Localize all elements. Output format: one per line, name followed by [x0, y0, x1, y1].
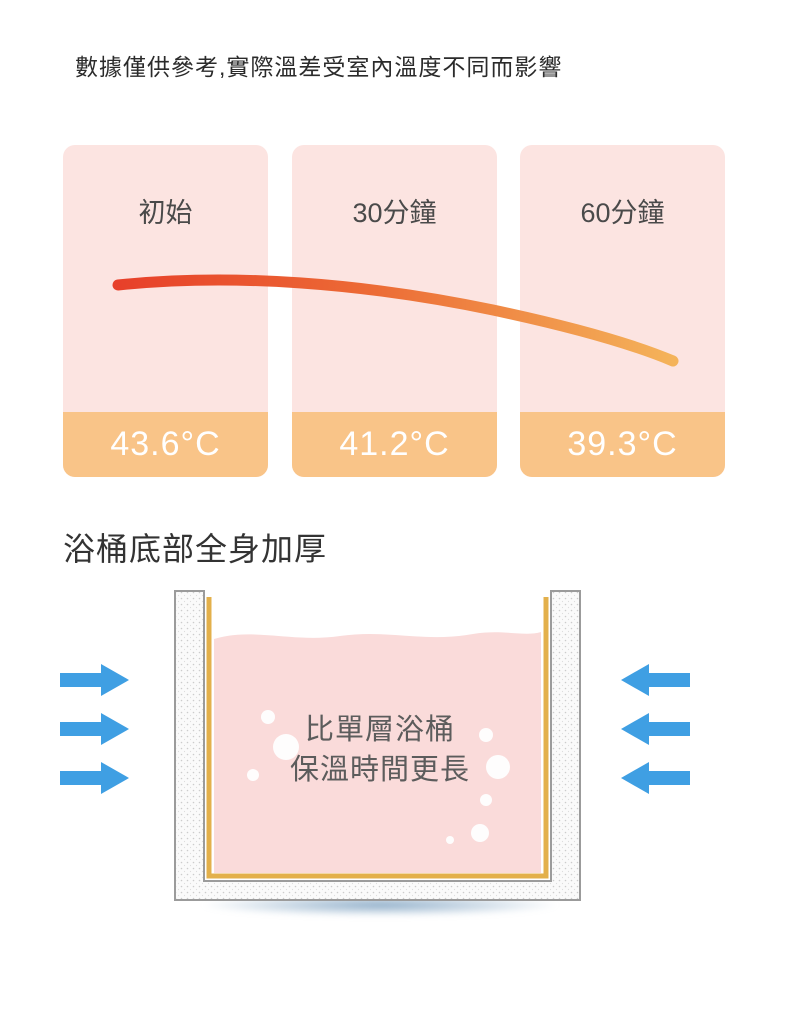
bucket-caption-line1: 比單層浴桶: [304, 714, 455, 746]
card-label: 初始: [138, 198, 193, 228]
arrow-left-icon: [620, 760, 690, 796]
arrow-right-icon: [60, 662, 130, 698]
card-temperature: 43.6°C: [63, 412, 268, 477]
bucket-cross-section: [174, 590, 581, 901]
card-label: 30分鐘: [352, 198, 437, 228]
card-temperature: 39.3°C: [520, 412, 725, 477]
temperature-cards: 初始 43.6°C 30分鐘 41.2°C 60分鐘 39.3°C: [63, 145, 725, 477]
card-temperature: 41.2°C: [292, 412, 497, 477]
temp-card-60min: 60分鐘 39.3°C: [520, 145, 725, 477]
arrow-left-icon: [620, 662, 690, 698]
section-title: 浴桶底部全身加厚: [63, 531, 328, 567]
temp-card-30min: 30分鐘 41.2°C: [292, 145, 497, 477]
disclaimer-text: 數據僅供參考,實際溫差受室內溫度不同而影響: [75, 54, 563, 80]
bucket-caption-line2: 保溫時間更長: [289, 754, 470, 786]
arrow-right-icon: [60, 711, 130, 747]
temp-card-initial: 初始 43.6°C: [63, 145, 268, 477]
bucket-caption: 比單層浴桶 保溫時間更長: [168, 710, 592, 790]
card-label: 60分鐘: [580, 198, 665, 228]
arrow-left-icon: [620, 711, 690, 747]
arrow-right-icon: [60, 760, 130, 796]
